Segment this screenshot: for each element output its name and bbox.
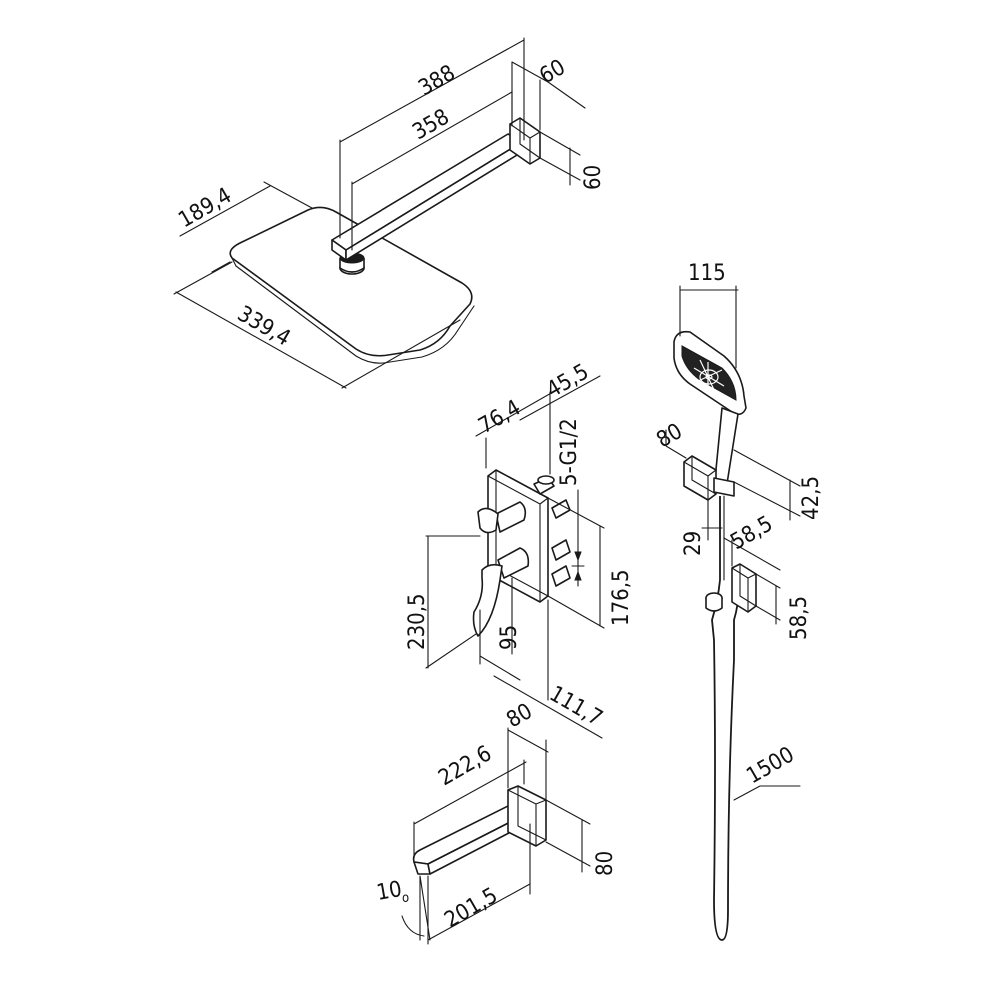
dim-mixer-depth: 76,4 (475, 396, 526, 440)
hand-shower-handle (713, 407, 739, 491)
shower-hose (711, 496, 740, 941)
bath-spout: 80 222,6 80 201,5 10 o (375, 699, 618, 945)
dim-holder-height: 42,5 (799, 476, 824, 520)
dim-head-length: 339,4 (233, 302, 295, 352)
dim-plate-width: 111,7 (545, 682, 607, 732)
dim-mixer-height: 230,5 (405, 593, 430, 650)
dim-mixer-body: 45,5 (543, 360, 594, 404)
wall-outlet (731, 563, 757, 613)
shower-arm (331, 133, 523, 251)
wall-holder (683, 455, 717, 501)
diverter-knob (495, 501, 527, 533)
hand-shower: 115 80 42,5 29 58,5 58,5 1500 (653, 261, 824, 941)
dim-arm-reach: 358 (409, 105, 454, 146)
dim-outlet-depth: 58,5 (727, 512, 778, 556)
dim-hand-head-width: 115 (688, 261, 726, 286)
label-thread: 5-G1/2 (557, 418, 582, 486)
mixer-handle (497, 547, 530, 579)
dim-spout-reach: 201,5 (441, 883, 503, 933)
dim-holder-gap: 29 (681, 531, 706, 556)
overhead-shower: 388 358 60 60 189,4 339,4 (173, 37, 606, 389)
concealed-mixer: 76,4 45,5 5-G1/2 230,5 176,5 95 111,7 (405, 360, 634, 739)
dim-spout-angle-unit: o (402, 891, 409, 906)
dim-flange-width: 60 (536, 55, 570, 89)
dim-spout-height: 80 (593, 851, 618, 876)
hand-shower-face (681, 345, 737, 401)
dim-plate-height: 176,5 (609, 569, 634, 626)
dim-head-width: 189,4 (175, 183, 237, 233)
spray-nozzles (693, 359, 725, 395)
dim-holder-depth: 80 (653, 419, 687, 453)
diverter-lever (477, 507, 499, 534)
dim-flange-height: 60 (581, 165, 606, 190)
dim-hose-length: 1500 (743, 742, 799, 789)
dim-mixer-offset: 95 (497, 625, 522, 650)
dim-arm-length: 388 (415, 61, 460, 102)
dim-outlet-height: 58,5 (787, 596, 812, 640)
dim-spout-angle: 10 (375, 877, 404, 906)
shower-head-plate (229, 206, 473, 357)
